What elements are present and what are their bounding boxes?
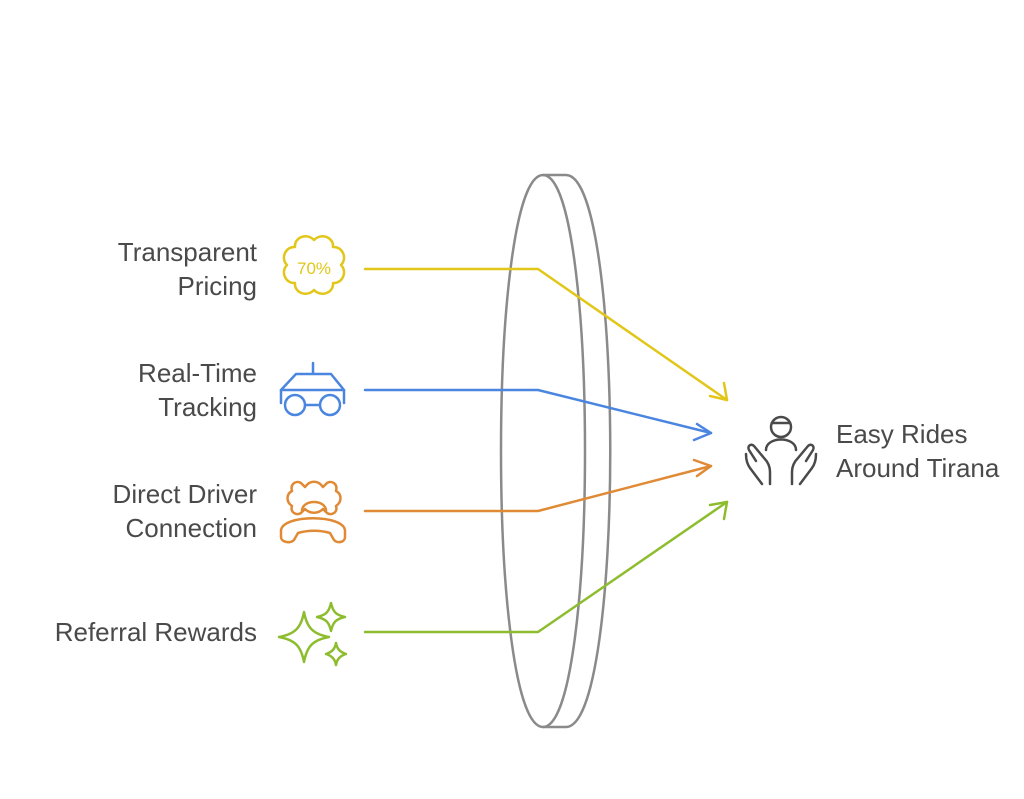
sparkles-icon — [277, 601, 348, 667]
label-easy-rides: Easy Rides Around Tirana — [836, 419, 1000, 483]
label-referral-rewards: Referral Rewards — [54, 617, 257, 647]
phone-icon — [279, 480, 347, 544]
lens-icon — [499, 173, 612, 729]
percent-badge-icon: 70% — [282, 235, 346, 295]
badge-text: 70% — [297, 259, 331, 278]
label-direct-driver-connection: Direct Driver Connection — [112, 479, 257, 543]
connector-driver — [363, 458, 713, 513]
person-hands-icon — [744, 415, 818, 486]
connector-rewards — [363, 500, 729, 634]
car-icon — [279, 361, 346, 417]
connector-tracking — [363, 388, 713, 442]
label-real-time-tracking: Real-Time Tracking — [138, 358, 257, 422]
label-transparent-pricing: Transparent Pricing — [117, 237, 257, 301]
connector-pricing — [363, 267, 729, 402]
